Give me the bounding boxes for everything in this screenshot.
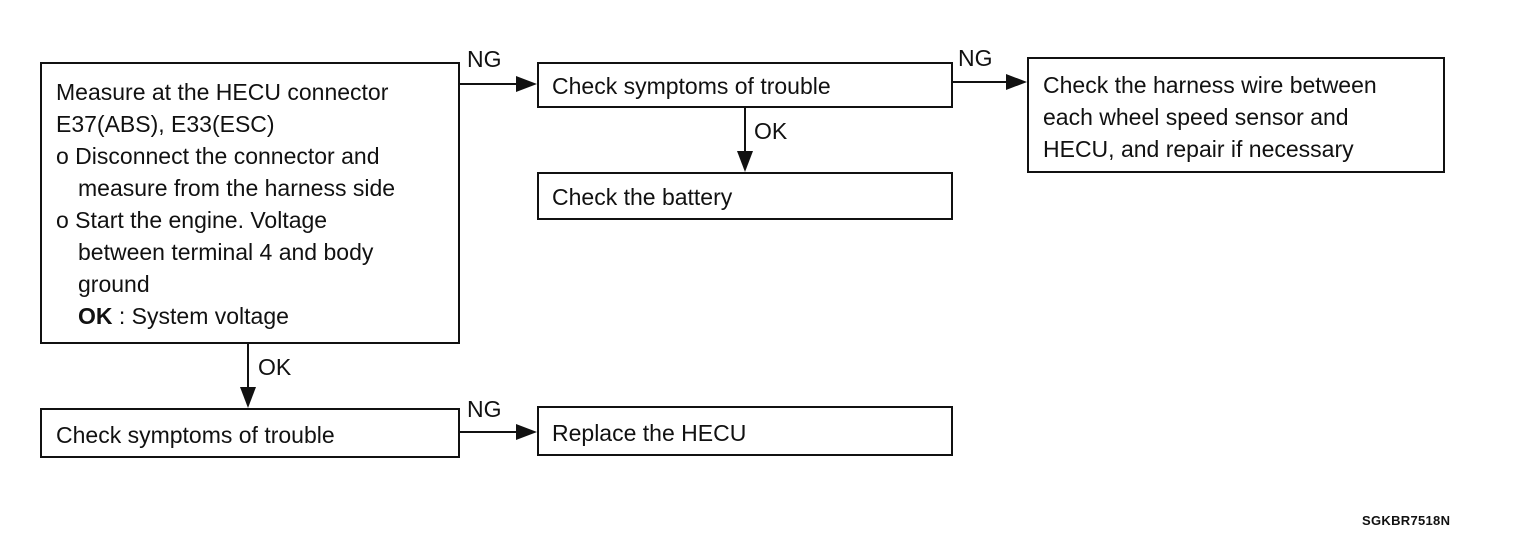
measure-line-7: ground [78, 271, 150, 297]
edge-label-ok-battery: OK [754, 118, 788, 144]
measure-line-6: between terminal 4 and body [78, 239, 374, 265]
ok-criterion-text: : System voltage [118, 303, 289, 329]
check-symptoms-top-text: Check symptoms of trouble [552, 73, 831, 99]
measure-ok-criterion: OK : System voltage [56, 300, 446, 332]
edge-label-ng-harness: NG [958, 45, 993, 71]
edge-label-ok-measure: OK [258, 354, 292, 380]
measure-line-1: Measure at the HECU connector [56, 79, 389, 105]
edge-label-ng-measure: NG [467, 46, 502, 72]
harness-line-2: each wheel speed sensor and [1043, 104, 1349, 130]
measure-line-3: o Disconnect the connector and [56, 143, 380, 169]
figure-code: SGKBR7518N [1362, 513, 1451, 528]
ok-bold-label: OK [78, 303, 113, 329]
arrowhead-right-icon [1006, 74, 1027, 90]
measure-line-5: o Start the engine. Voltage [56, 207, 328, 233]
check-battery-box: Check the battery [537, 172, 953, 220]
measure-hecu-connector-box: Measure at the HECU connector E37(ABS), … [40, 62, 460, 344]
arrowhead-right-icon [516, 76, 537, 92]
check-symptoms-bottom-text: Check symptoms of trouble [56, 422, 335, 448]
harness-line-1: Check the harness wire between [1043, 72, 1377, 98]
replace-hecu-text: Replace the HECU [552, 420, 747, 446]
harness-line-3: HECU, and repair if necessary [1043, 136, 1354, 162]
check-harness-box: Check the harness wire between each whee… [1027, 57, 1445, 173]
arrowhead-right-icon [516, 424, 537, 440]
arrowhead-down-icon [240, 387, 256, 408]
check-symptoms-top-box: Check symptoms of trouble [537, 62, 953, 108]
check-battery-text: Check the battery [552, 184, 733, 210]
replace-hecu-box: Replace the HECU [537, 406, 953, 456]
measure-line-2: E37(ABS), E33(ESC) [56, 111, 275, 137]
arrowhead-down-icon [737, 151, 753, 172]
measure-line-4: measure from the harness side [78, 175, 396, 201]
edge-label-ng-replace: NG [467, 396, 502, 422]
check-symptoms-bottom-box: Check symptoms of trouble [40, 408, 460, 458]
